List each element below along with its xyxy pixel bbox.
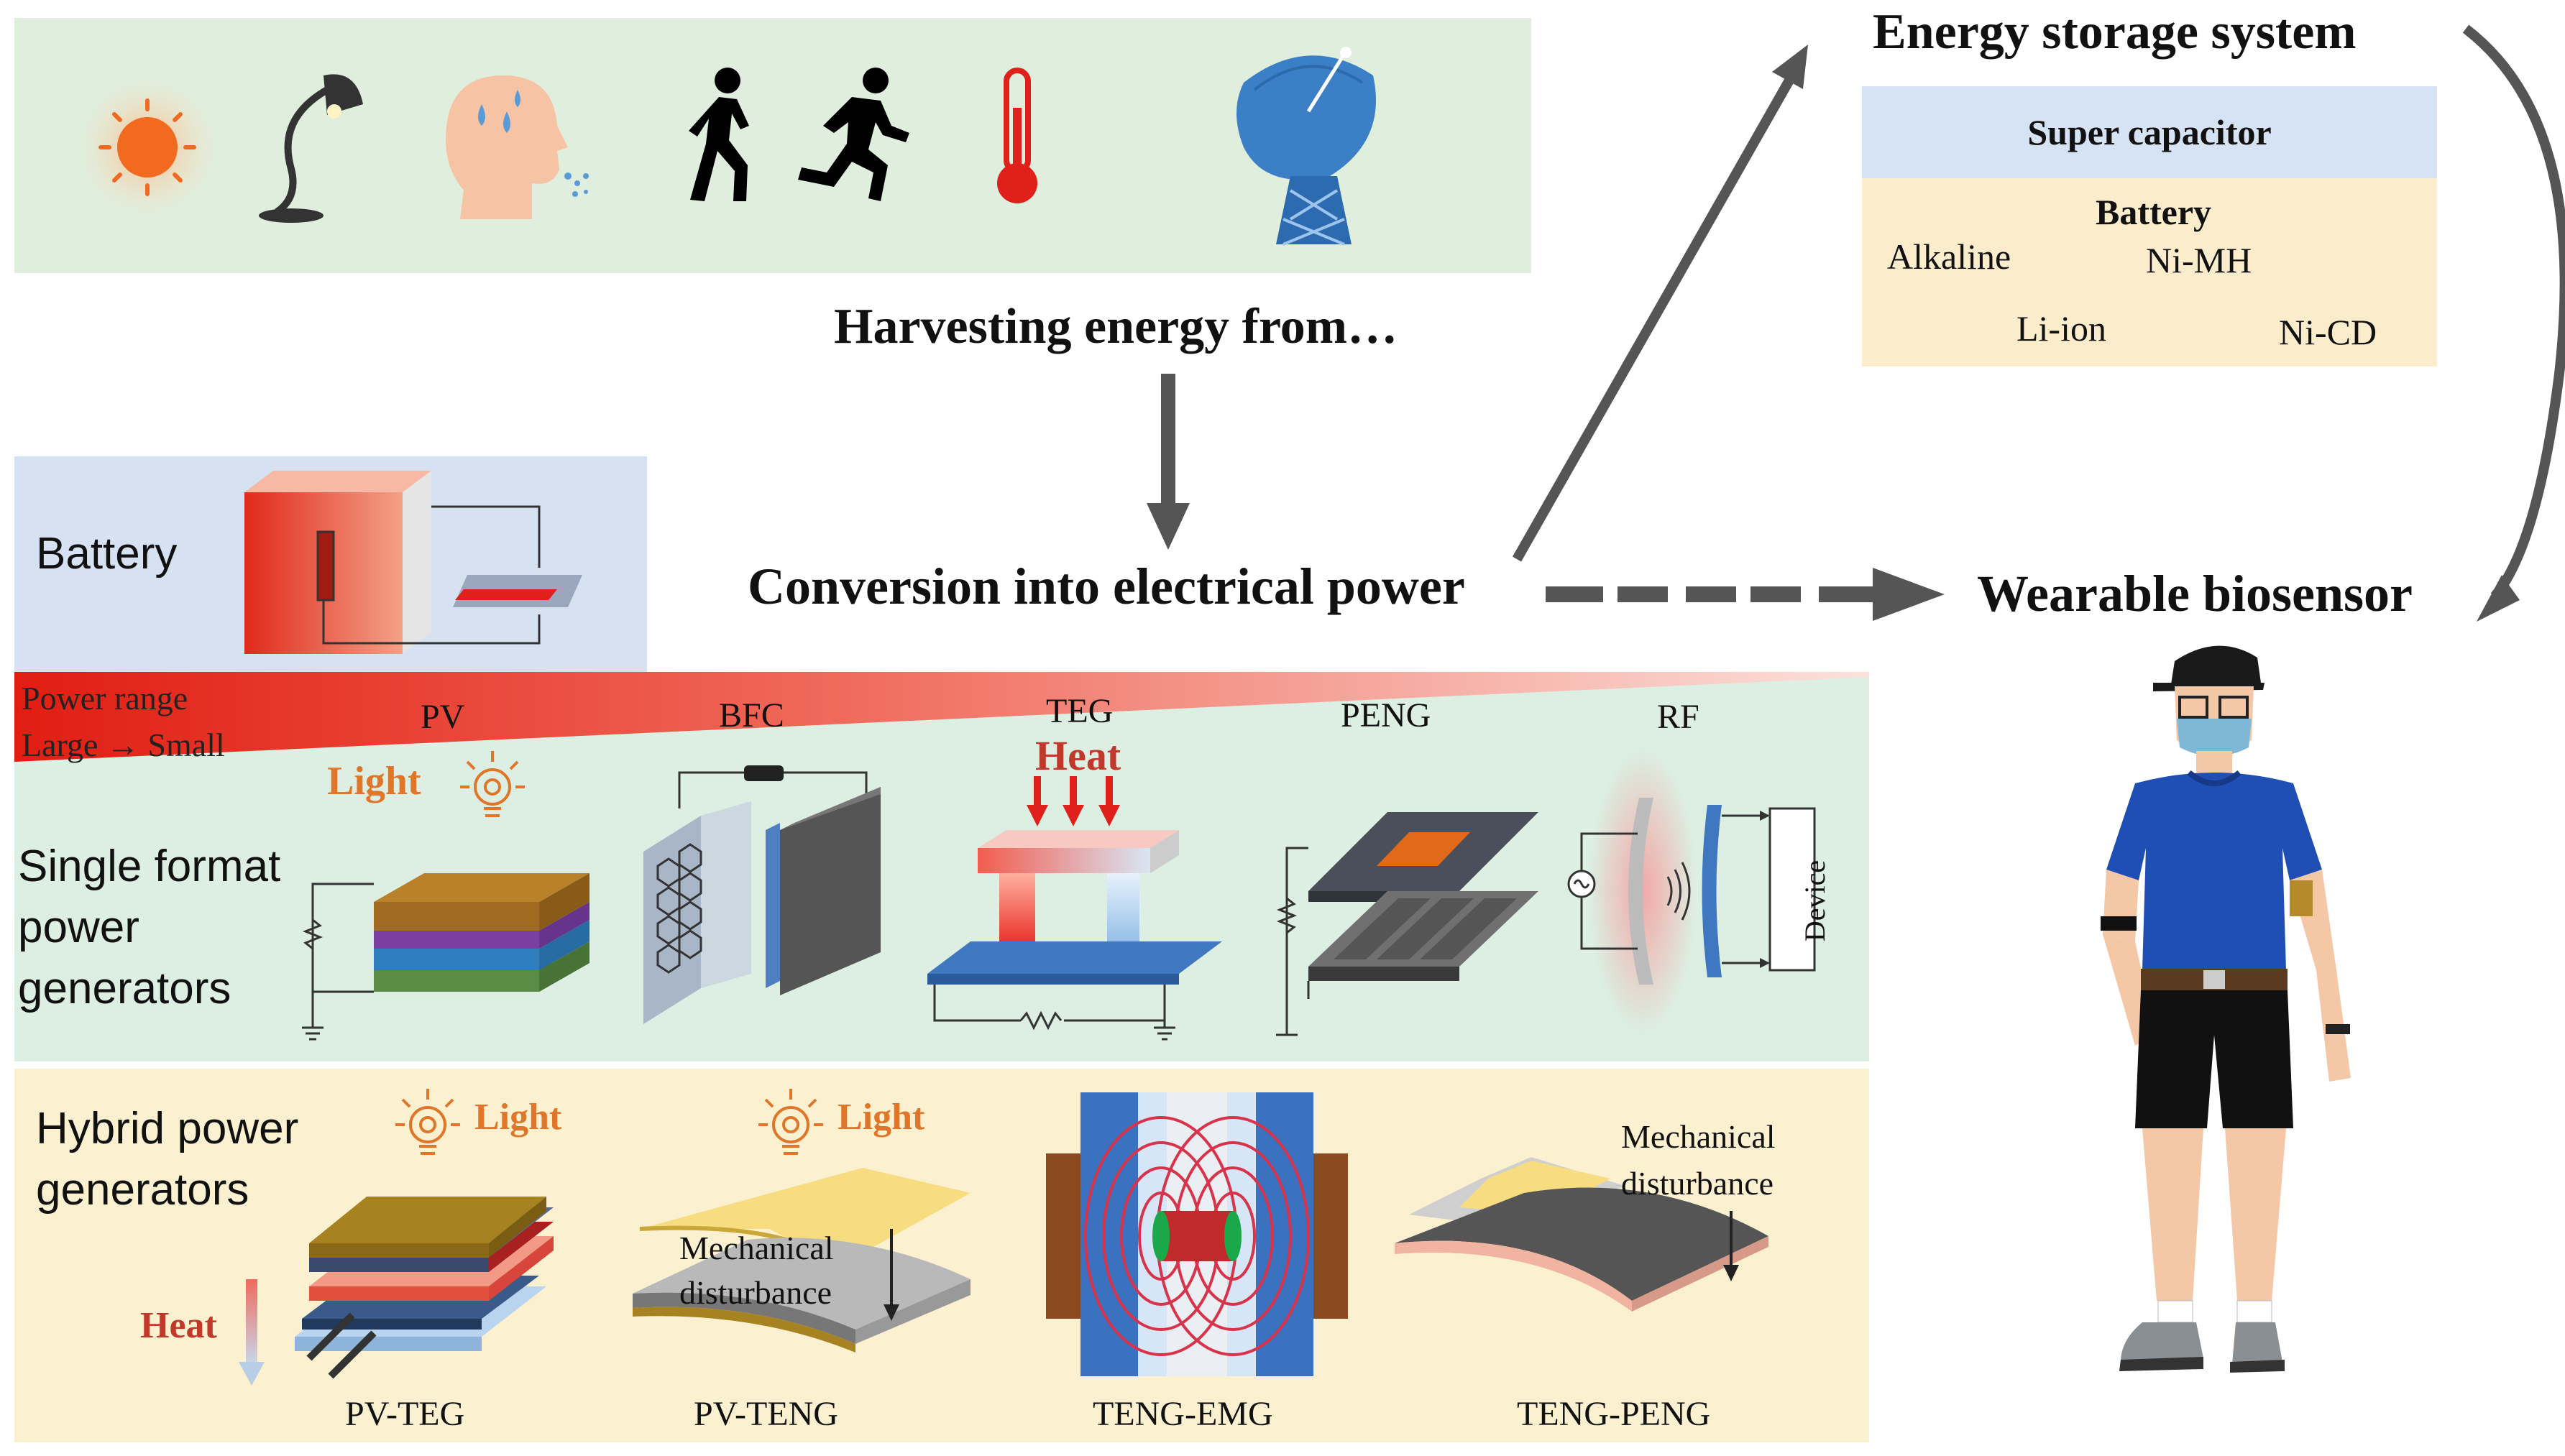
battery-types-title: Battery	[2096, 192, 2212, 232]
down-arrow	[1147, 374, 1190, 550]
single-title-line3: generators	[18, 964, 231, 1013]
power-range-line2: Large → Small	[22, 727, 225, 763]
col-bfc: BFC	[719, 696, 784, 734]
wearable-person-illustration	[2101, 645, 2351, 1373]
pv-light-label: Light	[327, 759, 421, 803]
rf-device-label: Device	[1799, 860, 1832, 942]
pv-teg-illustration	[295, 1197, 554, 1379]
supercap-box: Super capacitor	[1862, 86, 2437, 178]
hybrid-mech-2-line1: Mechanical	[1621, 1118, 1776, 1155]
teg-heat-label: Heat	[1035, 732, 1121, 779]
down-arrow-mech-1	[884, 1229, 899, 1321]
running-person-icon	[798, 68, 909, 201]
desk-lamp-icon	[259, 74, 363, 223]
battery-type-nimh: Ni-MH	[2146, 240, 2252, 280]
hybrid-title-line2: generators	[36, 1165, 249, 1215]
peng-illustration	[1276, 812, 1538, 1036]
supercap-label: Super capacitor	[2027, 112, 2272, 152]
power-range-wedge	[14, 672, 1869, 762]
power-range-line1: Power range	[22, 680, 188, 717]
battery-types-box: Battery Alkaline Ni-MH Li-ion Ni-CD	[1862, 178, 2437, 367]
sun-icon	[75, 75, 219, 219]
bulb-icon-hybrid-2	[758, 1089, 823, 1155]
col-teg: TEG	[1046, 692, 1114, 730]
heat-gradient-arrow	[239, 1279, 265, 1386]
col-peng: PENG	[1341, 696, 1431, 734]
hybrid-col-pv-teng: PV-TENG	[694, 1395, 838, 1433]
rf-illustration	[1567, 747, 1816, 1035]
single-title-line1: Single format	[18, 842, 281, 891]
radio-antenna-icon	[1236, 47, 1376, 246]
battery-illustration	[244, 471, 582, 654]
harvesting-energy-label: Harvesting energy from…	[834, 299, 1398, 354]
battery-panel-label: Battery	[36, 529, 178, 579]
hybrid-heat-label: Heat	[140, 1305, 217, 1346]
bulb-icon-hybrid-1	[395, 1089, 460, 1155]
hybrid-mech-1-line1: Mechanical	[679, 1230, 834, 1266]
hybrid-col-pv-teg: PV-TEG	[345, 1395, 465, 1433]
teg-illustration	[927, 776, 1222, 1041]
hybrid-col-teng-emg: TENG-EMG	[1093, 1395, 1273, 1433]
energy-storage-title: Energy storage system	[1873, 4, 2357, 60]
bfc-illustration	[643, 765, 881, 1024]
wearable-biosensor-label: Wearable biosensor	[1977, 565, 2413, 622]
battery-type-liion: Li-ion	[2016, 308, 2106, 349]
battery-type-nicd: Ni-CD	[2279, 312, 2377, 352]
bulb-icon	[460, 751, 525, 817]
down-arrow-mech-2	[1723, 1211, 1739, 1281]
hybrid-mech-2-line2: disturbance	[1621, 1165, 1774, 1202]
battery-type-alkaline: Alkaline	[1887, 236, 2011, 277]
teng-peng-illustration	[1395, 1157, 1768, 1312]
col-rf: RF	[1657, 698, 1699, 736]
pv-teng-illustration	[633, 1168, 971, 1353]
walking-person-icon	[689, 68, 749, 201]
hybrid-mech-1-line2: disturbance	[679, 1274, 832, 1311]
pv-cell-illustration	[302, 873, 589, 1041]
col-pv: PV	[421, 698, 465, 736]
single-title-line2: power	[18, 903, 139, 952]
hybrid-light-label-2: Light	[838, 1097, 925, 1138]
hybrid-light-label-1: Light	[474, 1097, 562, 1138]
conversion-label: Conversion into electrical power	[748, 558, 1465, 615]
teng-emg-illustration	[1046, 1092, 1348, 1376]
sweat-breath-head-icon	[446, 75, 589, 219]
hybrid-col-teng-peng: TENG-PENG	[1517, 1395, 1711, 1433]
thermometer-icon	[997, 68, 1037, 203]
hybrid-title-line1: Hybrid power	[36, 1104, 299, 1153]
